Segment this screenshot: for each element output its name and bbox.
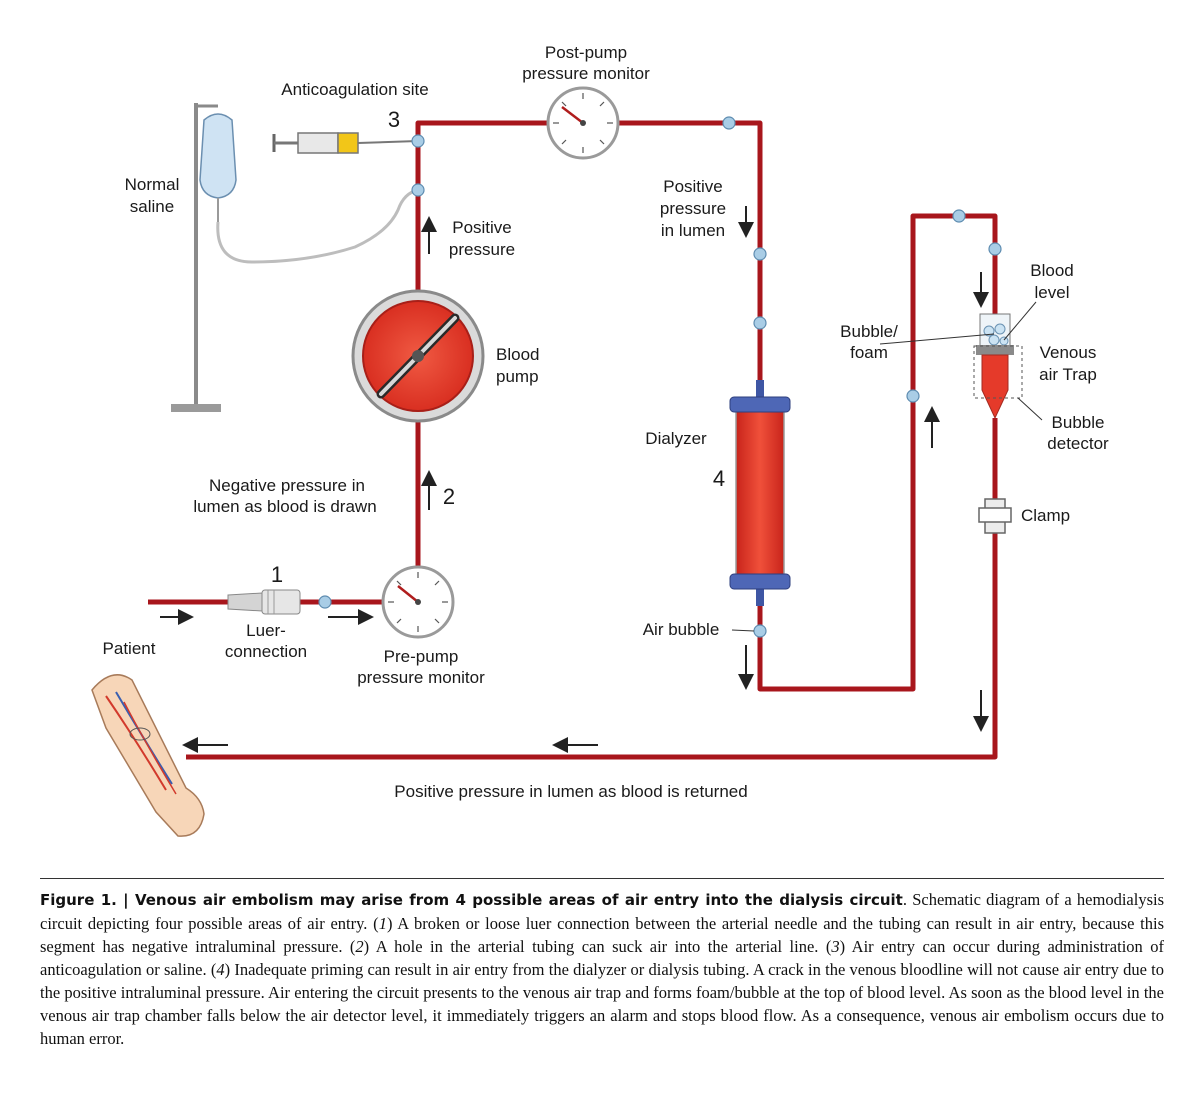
normal-saline-label-line2: saline bbox=[130, 197, 174, 216]
blood-pump-label-line1: Blood bbox=[496, 345, 539, 364]
area-number-2: 2 bbox=[443, 484, 455, 509]
caption-top-rule bbox=[40, 878, 1164, 879]
venous-trap-label-line1: Venous bbox=[1040, 343, 1097, 362]
saline-line bbox=[216, 188, 419, 264]
blood-level-label-line1: Blood bbox=[1030, 261, 1073, 280]
caption-sentence-1: Schematic diagram of a hemodialysis circ… bbox=[40, 890, 1165, 933]
negative-pressure-label-line2: lumen as blood is drawn bbox=[193, 497, 376, 516]
luer-label-line1: Luer- bbox=[246, 621, 286, 640]
luer-connector bbox=[227, 589, 301, 615]
clamp bbox=[978, 498, 1012, 534]
post-pump-label-line2: pressure monitor bbox=[522, 64, 650, 83]
caption-num-1: 1 bbox=[378, 914, 387, 933]
blood-pump bbox=[351, 289, 485, 423]
positive-lumen-label-line2: pressure bbox=[660, 199, 726, 218]
anticoagulation-label: Anticoagulation site bbox=[281, 80, 428, 99]
clamp-label: Clamp bbox=[1021, 506, 1070, 525]
post-pump-label-line1: Post-pump bbox=[545, 43, 627, 62]
caption-text-2: ) A hole in the arterial tubing can suck… bbox=[363, 937, 832, 956]
saline-bag bbox=[199, 113, 237, 222]
blood-tubing bbox=[148, 120, 998, 760]
iv-pole bbox=[171, 103, 221, 412]
dialyzer-label: Dialyzer bbox=[645, 429, 707, 448]
caption-num-2: 2 bbox=[355, 937, 364, 956]
flow-arrows bbox=[160, 206, 989, 753]
caption-label: Figure 1. | Venous air embolism may aris… bbox=[40, 891, 903, 909]
positive-lumen-label-line3: in lumen bbox=[661, 221, 725, 240]
bubble-foam-label-line1: Bubble/ bbox=[840, 322, 898, 341]
caption-text-4: ) Inadequate priming can result in air e… bbox=[40, 960, 1164, 1048]
hemodialysis-circuit-diagram: Post-pump pressure monitor Anticoagulati… bbox=[91, 43, 1109, 837]
blood-level-label-line2: level bbox=[1035, 283, 1070, 302]
caption-num-3: 3 bbox=[831, 937, 840, 956]
caption-text-3: ) Air entry can occur during administrat… bbox=[40, 937, 1164, 979]
syringe bbox=[272, 132, 419, 154]
venous-trap-label-line2: air Trap bbox=[1039, 365, 1097, 384]
area-number-1: 1 bbox=[271, 562, 283, 587]
negative-pressure-label-line1: Negative pressure in bbox=[209, 476, 365, 495]
air-bubble-label: Air bubble bbox=[643, 620, 720, 639]
returned-pressure-label: Positive pressure in lumen as blood is r… bbox=[394, 782, 747, 801]
blood-pump-label-line2: pump bbox=[496, 367, 539, 386]
positive-pressure-label-line1: Positive bbox=[452, 218, 512, 237]
post-pump-gauge bbox=[546, 86, 620, 160]
caption-text-1: ) A broken or loose luer connection betw… bbox=[40, 914, 1164, 956]
bubble-detector-label-line1: Bubble bbox=[1052, 413, 1105, 432]
pre-pump-gauge bbox=[381, 565, 455, 639]
tube-connectors bbox=[318, 116, 1002, 638]
area-number-3: 3 bbox=[388, 107, 400, 132]
luer-label-line2: connection bbox=[225, 642, 307, 661]
positive-pressure-label-line2: pressure bbox=[449, 240, 515, 259]
pre-pump-label-line1: Pre-pump bbox=[384, 647, 459, 666]
normal-saline-label-line1: Normal bbox=[125, 175, 180, 194]
patient-label: Patient bbox=[103, 639, 156, 658]
pre-pump-label-line2: pressure monitor bbox=[357, 668, 485, 687]
patient-arm bbox=[91, 674, 205, 837]
positive-lumen-label-line1: Positive bbox=[663, 177, 723, 196]
area-number-4: 4 bbox=[713, 466, 725, 491]
venous-air-trap bbox=[973, 313, 1023, 420]
dialyzer bbox=[729, 380, 791, 606]
bubble-detector-label-line2: detector bbox=[1047, 434, 1109, 453]
caption-num-4: 4 bbox=[216, 960, 225, 979]
leader-lines bbox=[731, 301, 1043, 632]
figure-caption: Figure 1. | Venous air embolism may aris… bbox=[40, 890, 1165, 1048]
bubble-foam-label-line2: foam bbox=[850, 343, 888, 362]
